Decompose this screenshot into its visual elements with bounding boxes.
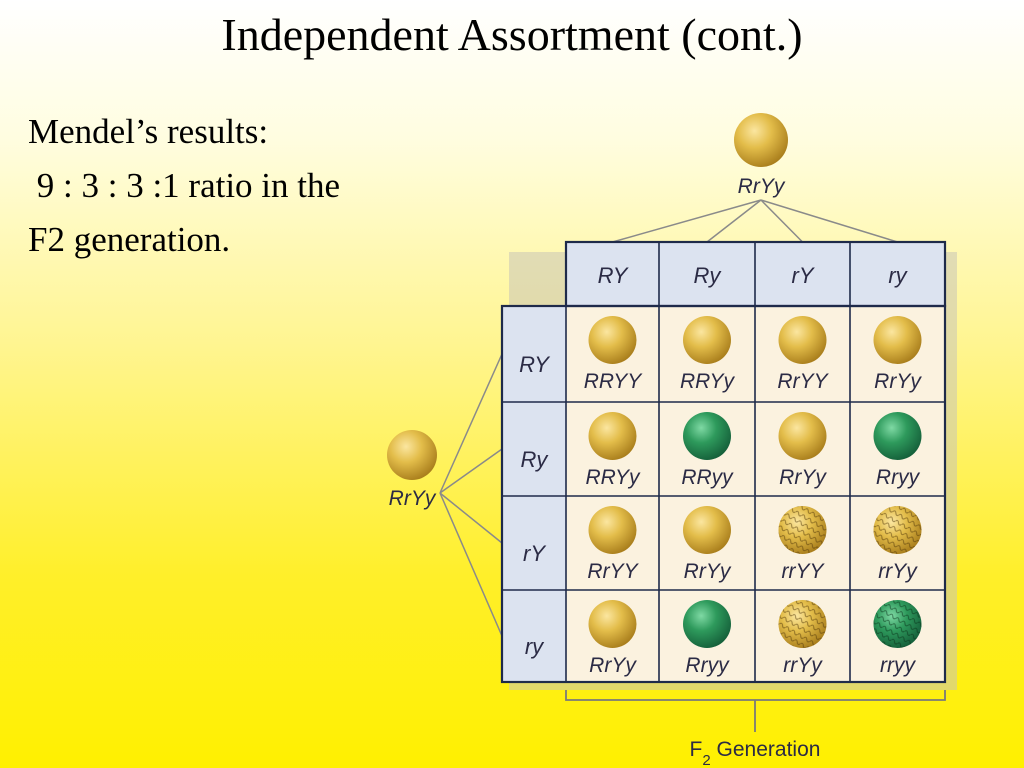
body-border bbox=[500, 304, 947, 684]
offspring-pea bbox=[873, 600, 922, 648]
parent-genotype-top: RrYy bbox=[738, 175, 786, 198]
left-connector-line bbox=[439, 492, 503, 544]
parent-to-gamete-lines bbox=[439, 199, 946, 732]
yellow-pea-body bbox=[683, 506, 731, 554]
offspring-pea bbox=[778, 600, 827, 648]
parent-pea-left bbox=[387, 430, 437, 480]
offspring-pea bbox=[683, 600, 731, 648]
offspring-genotype-label: RRYy bbox=[680, 370, 736, 393]
offspring-genotype-label: RrYy bbox=[589, 654, 637, 677]
slide-body-text: Mendel’s results: 9 : 3 : 3 :1 ratio in … bbox=[28, 105, 340, 267]
gamete-left-label: Ry bbox=[521, 447, 550, 472]
yellow-pea-body bbox=[778, 316, 827, 364]
slide-title: Independent Assortment (cont.) bbox=[221, 9, 803, 60]
offspring-pea bbox=[683, 412, 731, 460]
offspring-pea bbox=[588, 316, 637, 364]
body-line-2: 9 : 3 : 3 :1 ratio in the bbox=[28, 166, 341, 205]
f2-generation-label: F2 Generation bbox=[690, 738, 821, 768]
offspring-pea bbox=[683, 316, 731, 364]
yellow-pea-body bbox=[588, 600, 637, 648]
wrinkle-texture bbox=[873, 506, 922, 554]
gamete-left-label: rY bbox=[523, 541, 546, 566]
offspring-pea bbox=[873, 316, 922, 364]
offspring-genotype-label: RrYy bbox=[779, 466, 827, 489]
green-pea-body bbox=[683, 412, 731, 460]
offspring-genotype-label: RRyy bbox=[681, 466, 734, 489]
wrinkle-texture bbox=[873, 600, 922, 648]
f2-bracket bbox=[565, 690, 946, 701]
yellow-pea-body bbox=[387, 430, 437, 480]
offspring-genotype-label: Rryy bbox=[685, 654, 730, 677]
yellow-pea-body bbox=[778, 412, 827, 460]
offspring-pea bbox=[588, 506, 637, 554]
offspring-genotype-label: rryy bbox=[880, 654, 916, 677]
wrinkle-texture bbox=[778, 506, 827, 554]
offspring-pea bbox=[873, 412, 922, 460]
offspring-genotype-label: rrYy bbox=[783, 654, 823, 677]
pea-cells bbox=[387, 113, 922, 648]
offspring-pea bbox=[778, 506, 827, 554]
gamete-top-label: Ry bbox=[694, 263, 723, 288]
yellow-pea-body bbox=[873, 316, 922, 364]
left-header-bg bbox=[502, 306, 566, 682]
top-connector-line bbox=[612, 199, 762, 243]
green-pea-body bbox=[873, 412, 922, 460]
top-connector-line bbox=[706, 199, 762, 243]
offspring-pea bbox=[588, 412, 637, 460]
green-pea-body bbox=[683, 600, 731, 648]
offspring-pea bbox=[778, 412, 827, 460]
offspring-genotype-label: rrYy bbox=[878, 560, 918, 583]
gamete-top-label: rY bbox=[792, 263, 815, 288]
offspring-genotype-label: Rryy bbox=[876, 466, 921, 489]
top-connector-line bbox=[760, 199, 804, 243]
yellow-pea-body bbox=[683, 316, 731, 364]
gamete-left-label: ry bbox=[525, 634, 545, 659]
top-connector-line bbox=[760, 199, 898, 243]
gamete-top-label: RY bbox=[598, 263, 629, 288]
offspring-genotype-label: RRYY bbox=[584, 370, 644, 393]
left-connector-line bbox=[439, 448, 503, 494]
offspring-pea bbox=[873, 506, 922, 554]
offspring-pea bbox=[778, 316, 827, 364]
left-connector-line bbox=[439, 492, 503, 637]
parent-genotype-left: RrYy bbox=[389, 487, 437, 510]
offspring-genotype-label: RRYy bbox=[585, 466, 641, 489]
yellow-pea-body bbox=[588, 506, 637, 554]
offspring-pea bbox=[683, 506, 731, 554]
body-line-3: F2 generation. bbox=[28, 220, 231, 259]
yellow-pea-body bbox=[588, 412, 637, 460]
gamete-left-label: RY bbox=[519, 352, 550, 377]
parent-pea-top bbox=[734, 113, 788, 167]
yellow-pea-body bbox=[588, 316, 637, 364]
offspring-genotype-label: RrYy bbox=[684, 560, 732, 583]
gamete-top-label: ry bbox=[888, 263, 908, 288]
yellow-pea-body bbox=[734, 113, 788, 167]
left-connector-line bbox=[439, 353, 503, 494]
offspring-genotype-label: RrYY bbox=[777, 370, 829, 393]
offspring-genotype-label: RrYy bbox=[874, 370, 922, 393]
body-line-1: Mendel’s results: bbox=[28, 112, 269, 151]
offspring-genotype-label: rrYY bbox=[782, 560, 826, 583]
wrinkle-texture bbox=[778, 600, 827, 648]
offspring-genotype-label: RrYY bbox=[587, 560, 639, 583]
offspring-pea bbox=[588, 600, 637, 648]
